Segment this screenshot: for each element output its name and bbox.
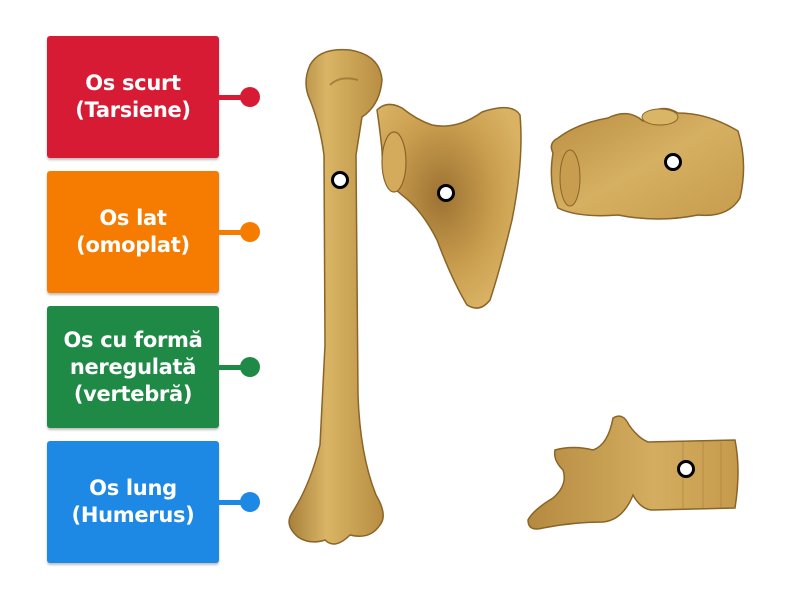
label-long-bone[interactable]: Os lung (Humerus): [47, 441, 219, 563]
drag-handle-long[interactable]: [240, 492, 260, 512]
tarsal-image: [550, 107, 745, 220]
drop-target-tarsal[interactable]: [664, 153, 682, 171]
connector-line-irregular: [219, 365, 245, 370]
drop-target-humerus[interactable]: [331, 171, 349, 189]
label-irregular-bone-text: Os cu formă neregulată (vertebră): [63, 327, 203, 406]
drag-handle-short[interactable]: [240, 87, 260, 107]
connector-line-flat: [219, 230, 245, 235]
label-short-bone[interactable]: Os scurt (Tarsiene): [47, 36, 219, 158]
label-flat-bone-text: Os lat (omoplat): [76, 206, 190, 257]
drop-target-scapula[interactable]: [437, 184, 455, 202]
humerus-image: [288, 48, 384, 545]
vertebra-image: [527, 415, 739, 530]
connector-line-short: [219, 95, 245, 100]
drop-target-vertebra[interactable]: [677, 460, 695, 478]
scapula-image: [376, 103, 522, 309]
label-long-bone-text: Os lung (Humerus): [71, 476, 195, 527]
label-flat-bone[interactable]: Os lat (omoplat): [47, 171, 219, 293]
label-irregular-bone[interactable]: Os cu formă neregulată (vertebră): [47, 306, 219, 428]
drag-handle-irregular[interactable]: [240, 357, 260, 377]
label-short-bone-text: Os scurt (Tarsiene): [75, 71, 191, 122]
drag-handle-flat[interactable]: [240, 222, 260, 242]
connector-line-long: [219, 500, 245, 505]
